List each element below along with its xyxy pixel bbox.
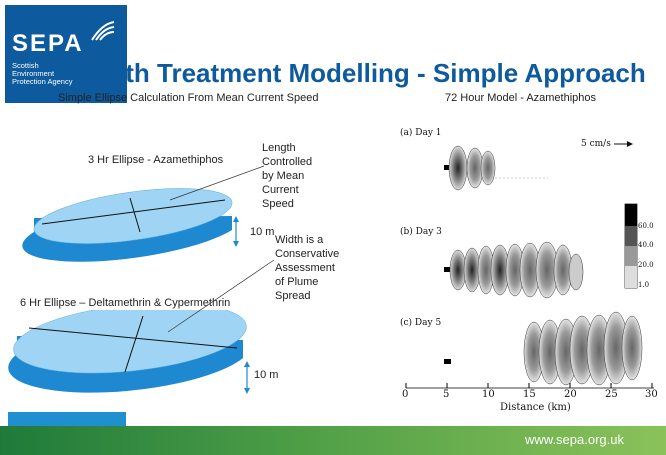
- legend-value-40: 40.0: [638, 241, 654, 249]
- x-tick-20: 20: [564, 389, 577, 400]
- left-heading: Simple Ellipse Calculation From Mean Cur…: [58, 92, 319, 104]
- callout-lines: [167, 165, 275, 333]
- x-axis-label: Distance (km): [500, 402, 571, 413]
- panel-label-day1: (a) Day 1: [400, 128, 442, 138]
- length-callout: Length Controlled by Mean Current Speed: [262, 142, 313, 210]
- footer-bar: [0, 426, 666, 455]
- x-tick-15: 15: [523, 389, 536, 400]
- legend-value-1: 1.0: [638, 281, 650, 289]
- ellipse-large-height: 10 m: [254, 369, 279, 381]
- logo-waves-icon: [91, 21, 115, 41]
- plume-model-figure: [405, 145, 654, 389]
- panel-label-day5: (c) Day 5: [400, 318, 442, 328]
- right-heading: 72 Hour Model - Azamethiphos: [445, 92, 597, 104]
- x-tick-10: 10: [482, 389, 495, 400]
- x-tick-0: 0: [402, 389, 409, 400]
- ellipse-large-label: 6 Hr Ellipse – Deltamethrin & Cypermethr…: [20, 297, 231, 309]
- width-callout: Width is a Conservative Assessment of Pl…: [275, 234, 340, 302]
- footer-url-link[interactable]: www.sepa.org.uk: [525, 432, 624, 447]
- legend-value-20: 20.0: [638, 261, 654, 269]
- ellipse-small-diagram: [22, 188, 239, 262]
- panel-label-day3: (b) Day 3: [400, 227, 442, 237]
- ellipse-large-diagram: [8, 310, 250, 394]
- x-tick-5: 5: [443, 389, 450, 400]
- logo-agency-name: Scottish Environment Protection Agency: [12, 61, 73, 86]
- current-scale-arrow-icon: [614, 141, 633, 147]
- current-scale-label: 5 cm/s: [581, 139, 611, 149]
- legend-value-60: 60.0: [638, 222, 654, 230]
- ellipse-small-height: 10 m: [250, 226, 275, 238]
- x-tick-30: 30: [645, 389, 658, 400]
- sepa-logo: [5, 5, 127, 103]
- ellipse-small-label: 3 Hr Ellipse - Azamethiphos: [88, 154, 224, 166]
- slide-title: Bath Treatment Modelling - Simple Approa…: [92, 58, 646, 88]
- footer-accent-bar: [8, 412, 126, 426]
- x-tick-25: 25: [605, 389, 618, 400]
- logo-wordmark: SEPA: [12, 30, 84, 57]
